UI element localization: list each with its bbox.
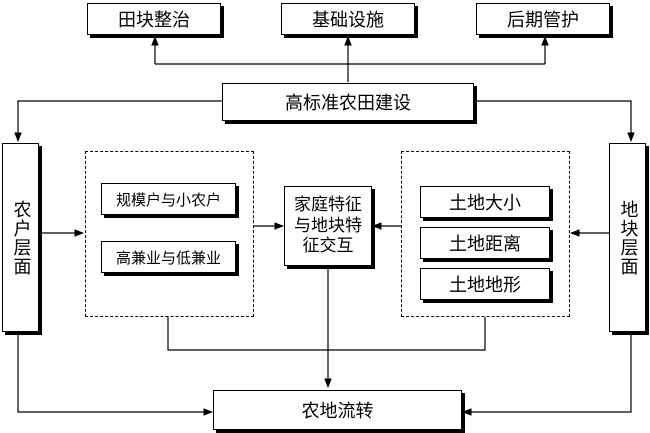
land-size-label: 土地大小 xyxy=(449,193,521,214)
bracket-line xyxy=(167,317,486,351)
interaction-label: 家庭特征与地块特征交互 xyxy=(294,195,362,257)
high-standard-farmland-box: 高标准农田建设 xyxy=(222,83,474,121)
high-standard-farmland-label: 高标准农田建设 xyxy=(285,93,411,114)
land-distance-label: 土地距离 xyxy=(449,234,521,255)
land-distance-box: 土地距离 xyxy=(420,227,550,259)
maintenance-label: 后期管护 xyxy=(507,10,579,31)
plot-level-label: 地块层面 xyxy=(617,199,639,276)
farmer-level-label: 农户层面 xyxy=(10,199,32,276)
land-terrain-label: 土地地形 xyxy=(449,275,521,296)
scale-farmers-label: 规模户与小农户 xyxy=(115,190,221,209)
arrow-to-plot-level xyxy=(474,100,635,142)
parttime-label: 高兼业与低兼业 xyxy=(115,248,221,267)
land-transfer-box: 农地流转 xyxy=(213,390,462,430)
land-terrain-box: 土地地形 xyxy=(420,268,550,300)
land-consolidation-box: 田块整治 xyxy=(87,3,221,35)
plot-features-group xyxy=(401,151,570,317)
interaction-box: 家庭特征与地块特征交互 xyxy=(284,186,372,266)
infrastructure-box: 基础设施 xyxy=(281,3,415,35)
land-size-box: 土地大小 xyxy=(420,186,550,218)
land-transfer-label: 农地流转 xyxy=(301,401,374,422)
arrow-plot-to-transfer xyxy=(462,332,632,416)
farmer-level-box: 农户层面 xyxy=(2,143,39,332)
plot-level-box: 地块层面 xyxy=(609,143,646,332)
arrow-farmer-to-transfer xyxy=(17,332,213,416)
parttime-box: 高兼业与低兼业 xyxy=(101,241,236,273)
arrow-to-farmer-level xyxy=(14,100,222,142)
infrastructure-label: 基础设施 xyxy=(312,10,384,31)
household-features-group xyxy=(85,151,254,317)
scale-farmers-box: 规模户与小农户 xyxy=(101,183,236,215)
maintenance-box: 后期管护 xyxy=(476,3,610,35)
land-consolidation-label: 田块整治 xyxy=(118,10,190,31)
